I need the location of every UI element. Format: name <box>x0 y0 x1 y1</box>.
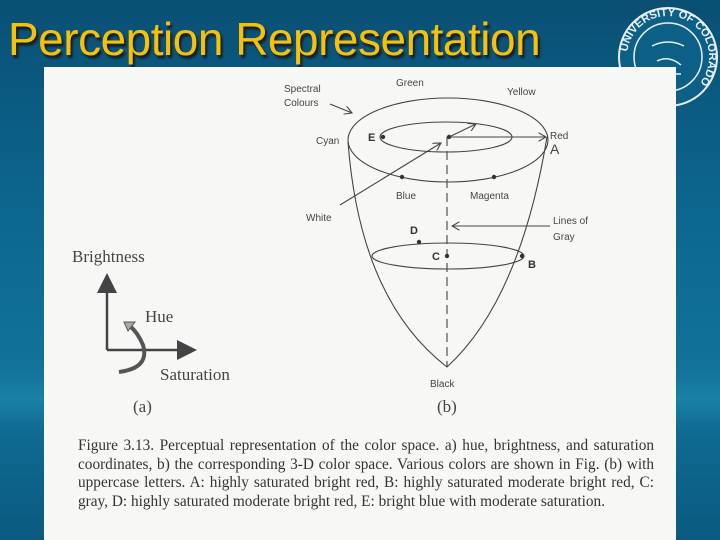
figure-caption: Figure 3.13. Perceptual representation o… <box>78 437 654 510</box>
point-b-label: B <box>528 259 536 271</box>
hbs-axes <box>97 273 197 374</box>
slide-title: Perception Representation <box>8 13 541 65</box>
figure-image: Brightness Hue Saturation (a) Green Yell… <box>44 67 676 540</box>
point-c-label: C <box>432 251 440 263</box>
cyan-label: Cyan <box>316 136 339 147</box>
brightness-label: Brightness <box>72 247 145 266</box>
spectral-label-1: Spectral <box>284 84 321 95</box>
lines-of-gray-label-1: Lines of <box>553 216 588 227</box>
point-d-label: D <box>410 225 418 237</box>
point-a-label: A <box>550 141 560 157</box>
hue-label: Hue <box>145 307 173 326</box>
blue-label: Blue <box>396 191 416 202</box>
spectral-label-2: Colours <box>284 98 318 109</box>
white-label: White <box>306 213 332 224</box>
figure-a-label: (a) <box>133 397 152 416</box>
saturation-label: Saturation <box>160 365 230 384</box>
point-e-label: E <box>368 132 375 144</box>
color-points <box>380 134 525 259</box>
lines-of-gray-label-2: Gray <box>553 232 575 243</box>
magenta-label: Magenta <box>470 191 509 202</box>
figure-b-label: (b) <box>437 397 457 416</box>
green-label: Green <box>396 78 424 89</box>
black-label: Black <box>430 379 455 390</box>
color-cone <box>329 97 550 368</box>
red-label: Red <box>550 131 568 142</box>
yellow-label: Yellow <box>507 87 536 98</box>
color-space-diagram: Brightness Hue Saturation (a) Green Yell… <box>72 78 588 416</box>
